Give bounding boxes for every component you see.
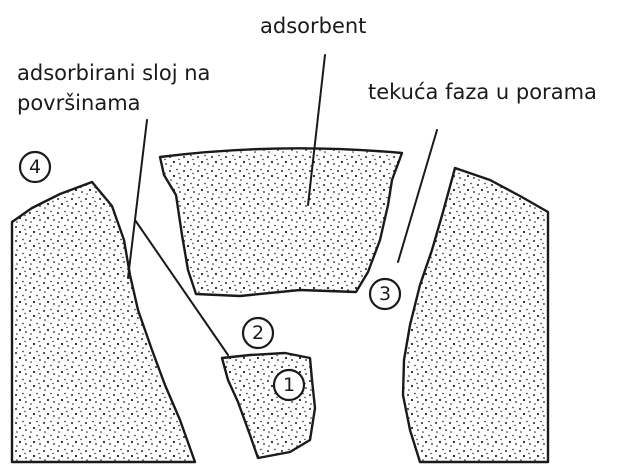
marker-3-number: 3 xyxy=(379,283,391,305)
marker-3: 3 xyxy=(370,279,400,309)
left-grain xyxy=(12,182,195,462)
marker-1-number: 1 xyxy=(283,374,295,396)
liquid-phase-label: tekuća faza u porama xyxy=(368,80,597,104)
liquid-phase-leader-line xyxy=(398,130,437,262)
right-grain xyxy=(403,168,548,462)
marker-2-number: 2 xyxy=(252,322,264,344)
adsorbent-label: adsorbent xyxy=(260,14,366,38)
adsorbed-layer-leader-line xyxy=(128,120,147,278)
marker-1: 1 xyxy=(274,370,304,400)
marker-4-number: 4 xyxy=(29,156,41,178)
adsorbed-layer-label-line2: površinama xyxy=(17,91,141,115)
adsorbed-layer-label-line1: adsorbirani sloj na xyxy=(17,61,210,85)
adsorbent-particle xyxy=(160,148,402,296)
marker-4: 4 xyxy=(20,152,50,182)
marker-2: 2 xyxy=(243,318,273,348)
small-particle xyxy=(222,353,315,458)
